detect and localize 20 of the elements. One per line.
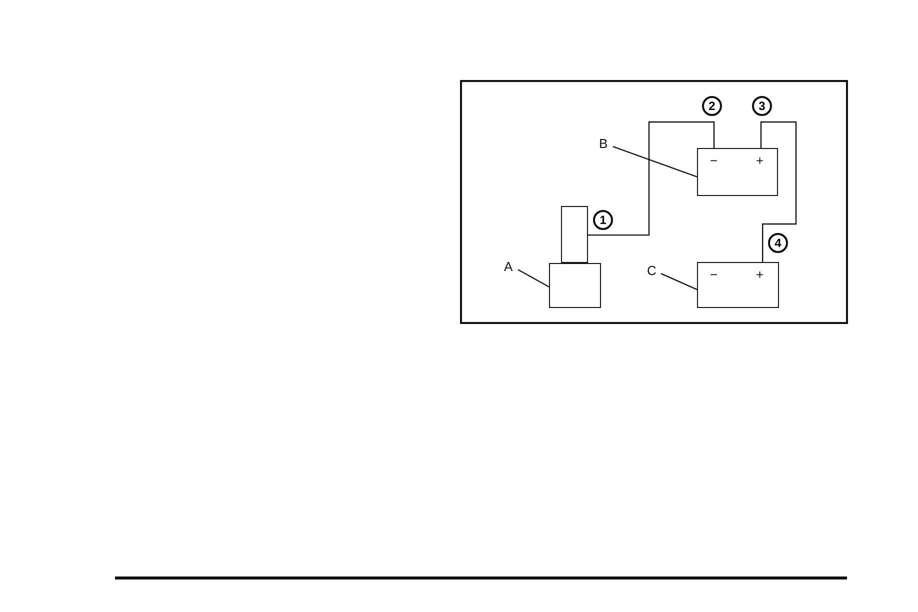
leader-line xyxy=(660,273,698,290)
terminal-sign: − xyxy=(710,154,718,168)
cable xyxy=(588,121,715,236)
terminal-sign: + xyxy=(756,268,764,282)
callout-number: 2 xyxy=(702,96,722,116)
leader-line xyxy=(518,269,550,288)
terminal-sign: − xyxy=(710,268,718,282)
part-letter: B xyxy=(599,137,613,153)
callout-number: 3 xyxy=(752,96,772,116)
cable xyxy=(760,121,797,262)
battery xyxy=(697,262,779,308)
engine-bracket xyxy=(561,206,588,263)
part-letter: A xyxy=(504,260,518,276)
part-letter: C xyxy=(647,264,661,280)
engine-block xyxy=(549,263,601,308)
callout-number: 1 xyxy=(593,210,613,230)
callout-number: 4 xyxy=(768,233,788,253)
battery xyxy=(697,148,778,196)
leader-line xyxy=(612,146,698,178)
terminal-sign: + xyxy=(756,154,764,168)
